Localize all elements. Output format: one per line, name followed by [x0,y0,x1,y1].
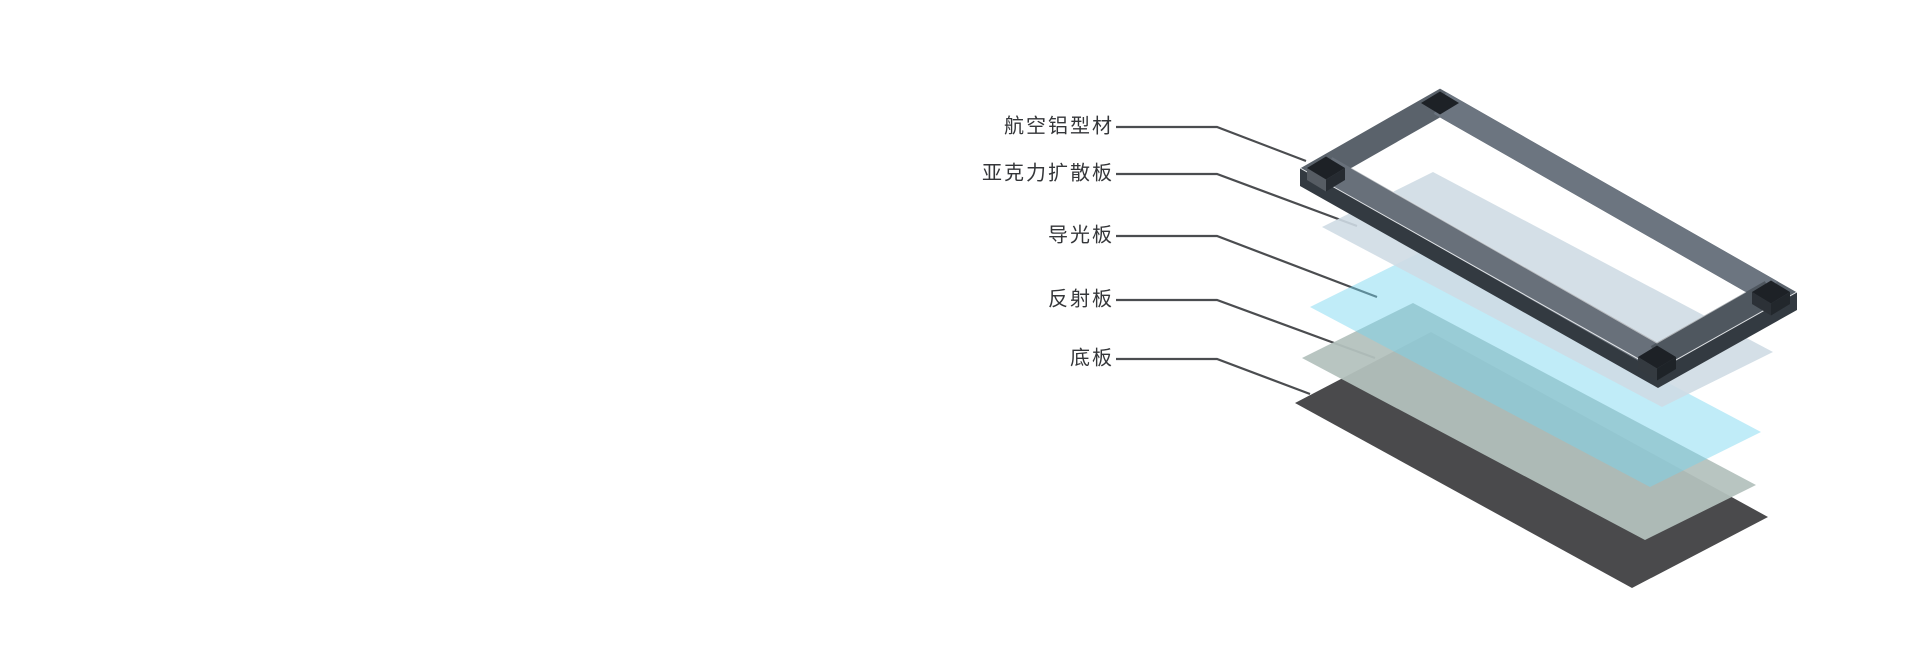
frame-corner-cap-bottom [1638,345,1676,381]
frame-corner-cap-right [1752,280,1790,316]
leader-line-acrylic-diffuser [1116,172,1358,228]
frame-corner-cap-left [1307,156,1345,192]
layer-label-light-guide: 导光板 [1048,224,1114,247]
layer-label-reflector: 反射板 [1048,288,1114,311]
leader-line-base-plate [1116,357,1311,396]
layer-label-base-plate: 底板 [1070,347,1114,370]
aluminum-frame-shape [1299,88,1798,388]
leader-line-reflector [1116,298,1376,360]
leader-lines [1116,125,1378,396]
layer-label-acrylic-diffuser: 亚克力扩散板 [982,162,1114,185]
frame-bar-top-right [1433,92,1778,303]
frame-corner-cap-top [1421,91,1459,115]
layer-label-aluminum-frame: 航空铝型材 [1004,115,1114,138]
frame-bar-front-left [1319,157,1664,368]
leader-line-light-guide [1116,234,1378,299]
leader-line-aluminum-frame [1116,125,1307,163]
reflector-plate-shape [1302,303,1756,540]
frame-inner-edge-highlight [1350,167,1747,344]
light-guide-plate-shape [1310,252,1761,487]
